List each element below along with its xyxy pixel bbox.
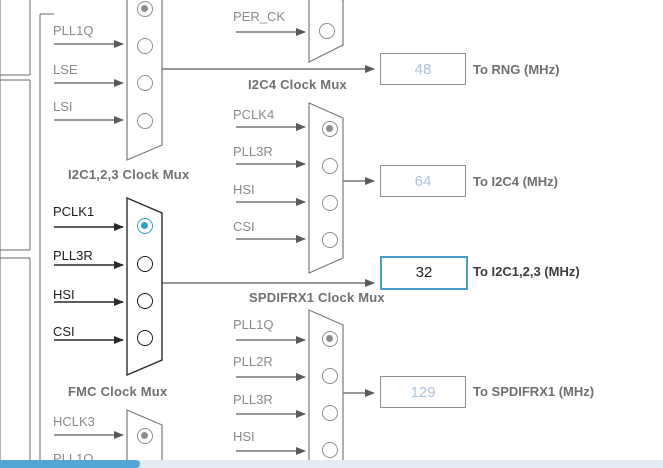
horizontal-scrollbar[interactable]	[0, 460, 663, 468]
input-label: HSI	[53, 287, 75, 302]
input-label: PLL2R	[233, 354, 273, 369]
mux-radio-option[interactable]	[137, 38, 153, 54]
mux-radio-option[interactable]	[137, 293, 153, 309]
input-label: PLL3R	[53, 248, 93, 263]
mux-radio-option[interactable]	[137, 428, 153, 444]
scrollbar-thumb[interactable]	[0, 460, 140, 468]
input-label: PLL3R	[233, 144, 273, 159]
rng-frequency-field[interactable]: 48	[380, 53, 466, 85]
mux-radio-option[interactable]	[137, 113, 153, 129]
mux-radio-option[interactable]	[322, 195, 338, 211]
output-label-spdifrx1: To SPDIFRX1 (MHz)	[473, 384, 595, 399]
mux-radio-option[interactable]	[137, 1, 153, 17]
mux-title: I2C1,2,3 Clock Mux	[68, 167, 190, 182]
input-label: CSI	[53, 324, 75, 339]
mux-radio-option[interactable]	[322, 232, 338, 248]
i2c4-frequency-field[interactable]: 64	[380, 165, 466, 197]
input-label: HSI	[233, 182, 255, 197]
mux-radio-option[interactable]	[322, 405, 338, 421]
input-label: PCLK1	[53, 204, 95, 219]
mux-radio-option[interactable]	[319, 23, 335, 39]
input-label: LSI	[53, 99, 73, 114]
mux-radio-option[interactable]	[137, 75, 153, 91]
input-label: PER_CK	[233, 9, 286, 24]
mux-title: SPDIFRX1 Clock Mux	[249, 290, 385, 305]
mux-radio-option[interactable]	[322, 331, 338, 347]
output-label-i2c123: To I2C1,2,3 (MHz)	[473, 264, 580, 279]
input-label: LSE	[53, 62, 78, 77]
mux-radio-option[interactable]	[137, 256, 153, 272]
input-label: PLL1Q	[53, 23, 94, 38]
mux-radio-option[interactable]	[322, 368, 338, 384]
input-label: CSI	[233, 219, 255, 234]
input-label: PLL3R	[233, 392, 273, 407]
mux-radio-option[interactable]	[137, 330, 153, 346]
input-label: HCLK3	[53, 414, 95, 429]
mux-radio-option[interactable]	[322, 442, 338, 458]
mux-radio-option-selected[interactable]	[137, 218, 153, 234]
spdifrx1-frequency-field[interactable]: 129	[380, 376, 466, 408]
input-label: PCLK4	[233, 107, 275, 122]
mux-radio-option[interactable]	[322, 121, 338, 137]
input-label: PLL1Q	[233, 317, 274, 332]
mux-title: FMC Clock Mux	[68, 384, 168, 399]
i2c123-frequency-field[interactable]: 32	[380, 256, 468, 290]
input-label: HSI	[233, 429, 255, 444]
output-label-i2c4: To I2C4 (MHz)	[473, 174, 558, 189]
output-label-rng: To RNG (MHz)	[473, 62, 560, 77]
mux-radio-option[interactable]	[322, 158, 338, 174]
mux-title: I2C4 Clock Mux	[248, 77, 347, 92]
